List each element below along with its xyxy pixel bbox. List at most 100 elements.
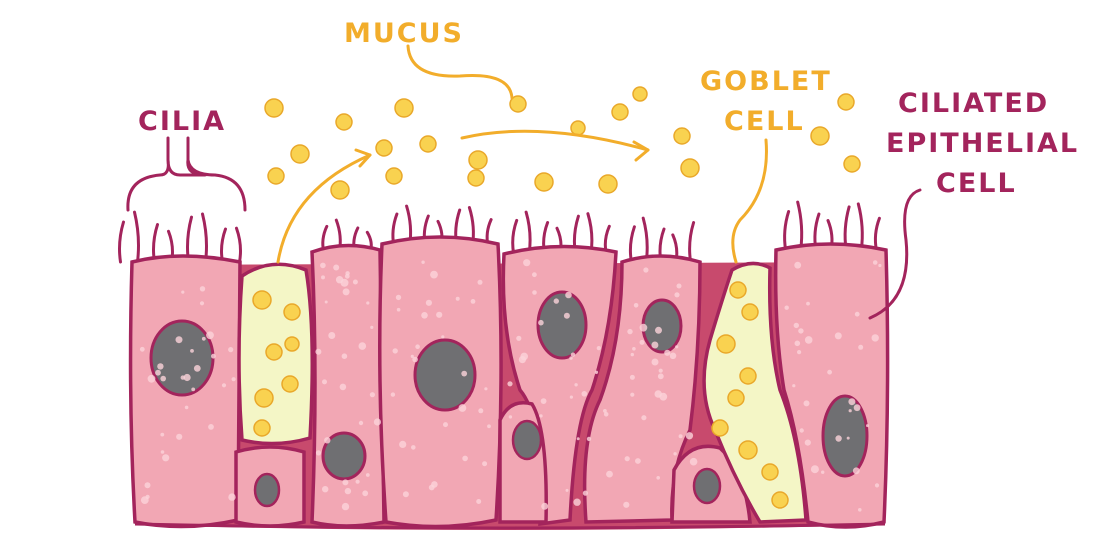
speckle bbox=[180, 375, 185, 380]
mucus-granule bbox=[741, 303, 759, 321]
speckle bbox=[806, 301, 810, 306]
speckle bbox=[365, 473, 370, 477]
speckle bbox=[461, 370, 468, 377]
speckle bbox=[339, 383, 347, 391]
speckle bbox=[228, 347, 234, 353]
speckle bbox=[421, 312, 428, 319]
speckle bbox=[639, 323, 648, 332]
mucus-granule bbox=[534, 172, 554, 192]
mucus-granule bbox=[284, 336, 300, 352]
mucus-granule bbox=[611, 103, 629, 121]
mucus-granule bbox=[281, 375, 299, 393]
speckle bbox=[803, 400, 810, 407]
speckle bbox=[206, 331, 214, 340]
cell-texture bbox=[139, 259, 882, 512]
nucleus bbox=[413, 338, 477, 412]
speckle bbox=[603, 412, 609, 417]
mucus-granule bbox=[468, 150, 488, 170]
cilium bbox=[783, 210, 791, 252]
speckle bbox=[627, 328, 633, 335]
arrow-secretion bbox=[276, 153, 372, 264]
speckle bbox=[848, 398, 856, 406]
speckle bbox=[569, 395, 574, 399]
speckle bbox=[315, 450, 322, 456]
speckle bbox=[641, 415, 647, 421]
ciliated-cell-4 bbox=[501, 244, 618, 527]
cilium bbox=[235, 226, 242, 264]
speckle bbox=[484, 387, 488, 391]
mucus-granule bbox=[771, 491, 789, 509]
mucus-granule bbox=[385, 167, 403, 185]
speckle bbox=[675, 345, 679, 349]
speckle bbox=[827, 369, 832, 375]
cilium bbox=[873, 216, 881, 252]
speckle bbox=[574, 383, 578, 387]
ciliated-cell-pointer bbox=[868, 188, 922, 320]
speckle bbox=[199, 286, 206, 292]
speckle bbox=[324, 300, 328, 304]
speckle bbox=[792, 384, 796, 388]
speckle bbox=[324, 437, 331, 444]
mucus-granule bbox=[711, 419, 729, 437]
speckle bbox=[821, 470, 825, 474]
mucus-granule bbox=[761, 463, 779, 481]
speckle bbox=[211, 353, 216, 359]
speckle bbox=[390, 392, 396, 397]
speckle bbox=[576, 437, 580, 441]
speckle bbox=[632, 347, 636, 351]
cilium bbox=[796, 200, 804, 252]
speckle bbox=[392, 348, 398, 354]
speckle bbox=[176, 433, 183, 440]
nucleus bbox=[149, 319, 215, 397]
speckle bbox=[520, 352, 528, 361]
speckle bbox=[344, 487, 352, 495]
label-pointers bbox=[126, 44, 922, 320]
speckle bbox=[342, 288, 350, 296]
speckle bbox=[190, 349, 194, 353]
mucus-pointer bbox=[406, 44, 514, 100]
speckle bbox=[322, 486, 329, 493]
speckle bbox=[402, 491, 409, 498]
speckle bbox=[539, 414, 543, 418]
mucus-granule bbox=[252, 290, 272, 310]
speckle bbox=[373, 418, 381, 426]
speckle bbox=[516, 335, 522, 341]
speckle bbox=[139, 346, 145, 352]
mucus-label: MUCUS bbox=[344, 18, 464, 49]
speckle bbox=[181, 290, 185, 294]
speckle bbox=[362, 490, 369, 497]
speckle bbox=[160, 375, 166, 382]
speckle bbox=[366, 301, 370, 305]
mucus-granule bbox=[729, 281, 747, 299]
speckle bbox=[191, 387, 196, 392]
speckle bbox=[344, 273, 350, 279]
speckle bbox=[476, 499, 482, 504]
cilium bbox=[688, 221, 696, 264]
speckle bbox=[834, 332, 842, 340]
speckle bbox=[573, 498, 581, 506]
speckle bbox=[540, 398, 547, 404]
nucleus bbox=[692, 467, 722, 505]
mucus-granule bbox=[335, 113, 353, 131]
speckle bbox=[155, 369, 161, 376]
speckle bbox=[160, 450, 165, 454]
speckle bbox=[425, 299, 432, 306]
cilia-label: CILIA bbox=[138, 106, 226, 137]
mucus-granule bbox=[419, 135, 437, 153]
speckle bbox=[858, 508, 862, 512]
speckle bbox=[508, 415, 513, 419]
cilia-brace bbox=[126, 136, 247, 212]
speckle bbox=[629, 374, 635, 380]
goblet-cell-label-line2: CELL bbox=[724, 106, 805, 137]
speckle bbox=[410, 354, 414, 358]
speckle bbox=[810, 465, 819, 474]
mucus-granule bbox=[509, 95, 527, 113]
speckle bbox=[570, 352, 576, 357]
goblet-cell-2 bbox=[702, 261, 808, 524]
mucus-granule bbox=[394, 98, 414, 118]
speckle bbox=[586, 436, 592, 442]
speckle bbox=[635, 458, 641, 464]
mucus-granule bbox=[632, 86, 648, 102]
mucus-granule bbox=[265, 343, 283, 361]
speckle bbox=[412, 356, 418, 363]
